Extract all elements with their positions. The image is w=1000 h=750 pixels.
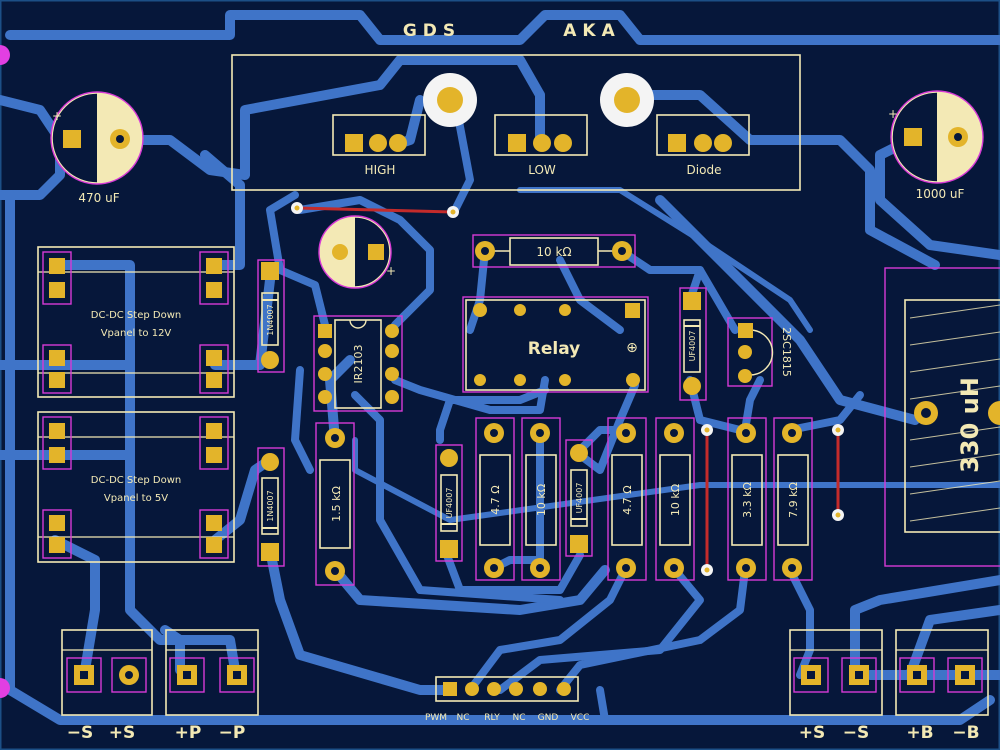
transistor-label: 2SC1815 bbox=[780, 327, 793, 377]
capacitor-470uf-label: 470 uF bbox=[78, 191, 119, 205]
dcdc-5v-line2: Vpanel to 5V bbox=[104, 493, 168, 504]
resistor-4-7-a: 4.7 Ω bbox=[475, 417, 515, 581]
terminal-label: +B bbox=[906, 723, 933, 743]
edge-marker bbox=[0, 45, 10, 65]
heatsink-outline bbox=[231, 54, 801, 191]
diode-d4-label: UF4007 bbox=[575, 483, 584, 514]
pin-label-pwm: PWM bbox=[425, 713, 447, 723]
relay: ⊕ Relay bbox=[462, 296, 649, 393]
terminal-panel: +P −P bbox=[165, 629, 259, 743]
resistor-3-3k: 3.3 kΩ bbox=[727, 417, 767, 581]
copper-traces bbox=[0, 10, 1000, 725]
ic-label: IR2103 bbox=[352, 345, 365, 384]
module-pad bbox=[199, 344, 229, 394]
resistor-1-5k: 1.5 kΩ bbox=[315, 422, 355, 586]
module-pad bbox=[42, 509, 72, 559]
diode-d2-label: 1N4007 bbox=[266, 490, 275, 521]
resistor-4-7-a-label: 4.7 Ω bbox=[489, 485, 502, 514]
top-label-left: GDS bbox=[403, 21, 461, 41]
pin-label-nc: NC bbox=[456, 713, 469, 723]
diode-d1-label: 1N4007 bbox=[266, 304, 275, 335]
jumper-wires bbox=[296, 206, 840, 570]
svg-text:+: + bbox=[888, 107, 898, 121]
pin-label-rly: RLY bbox=[484, 713, 500, 723]
terminal-label: +S bbox=[109, 723, 136, 743]
terminal-solar-1: −S +S bbox=[61, 629, 153, 743]
vias bbox=[291, 202, 844, 576]
terminal-solar-2: +S −S bbox=[789, 629, 883, 743]
module-pad bbox=[42, 416, 72, 470]
module-pad bbox=[199, 416, 229, 470]
header-diode: Diode bbox=[656, 114, 750, 177]
terminal-label: +S bbox=[799, 723, 826, 743]
resistor-10k-a: 10 kΩ bbox=[521, 417, 561, 581]
mounting-hole bbox=[423, 73, 477, 127]
inductor-label: 330 uH bbox=[956, 377, 984, 473]
resistor-10k-a-label: 10 kΩ bbox=[535, 484, 548, 516]
pin-label-gnd: GND bbox=[538, 713, 559, 723]
inductor-330uh: 330 uH bbox=[884, 267, 1000, 567]
transistor-2sc1815: 2SC1815 bbox=[727, 317, 793, 387]
diode-d2: 1N4007 bbox=[257, 447, 285, 567]
connector-6pin: PWM NC RLY NC GND VCC bbox=[425, 676, 590, 723]
pin-label-vcc: VCC bbox=[571, 713, 590, 723]
header-high-label: HIGH bbox=[365, 163, 396, 177]
capacitor-1000uf-label: 1000 uF bbox=[916, 187, 965, 201]
resistor-1-5k-label: 1.5 kΩ bbox=[330, 486, 343, 522]
edge-marker bbox=[0, 678, 10, 698]
resistor-7-9k: 7.9 kΩ bbox=[773, 417, 813, 581]
resistor-7-9k-label: 7.9 kΩ bbox=[787, 482, 800, 518]
resistor-10k-b: 10 kΩ bbox=[655, 417, 695, 581]
terminal-battery: +B −B bbox=[895, 629, 989, 743]
resistor-4-7-b: 4.7 Ω bbox=[607, 417, 647, 581]
resistor-10k-top: 10 kΩ bbox=[472, 234, 636, 268]
svg-text:⊕: ⊕ bbox=[626, 340, 638, 356]
capacitor-1000uf: + 1000 uF bbox=[888, 90, 984, 201]
terminal-label: −S bbox=[67, 723, 94, 743]
dcdc-module-12v: DC-DC Step Down Vpanel to 12V bbox=[37, 246, 235, 398]
top-label-right: AKA bbox=[563, 21, 621, 41]
relay-label: Relay bbox=[528, 339, 580, 359]
terminal-label: −B bbox=[952, 723, 979, 743]
svg-text:+: + bbox=[52, 109, 62, 123]
module-pad bbox=[199, 509, 229, 559]
dcdc-12v-line2: Vpanel to 12V bbox=[101, 328, 172, 339]
ic-ir2103: IR2103 bbox=[313, 315, 403, 412]
dcdc-12v-line1: DC-DC Step Down bbox=[91, 310, 181, 321]
diode-d4: UF4007 bbox=[565, 439, 593, 557]
diode-d1: 1N4007 bbox=[257, 259, 285, 373]
diode-d3: UF4007 bbox=[435, 444, 463, 562]
resistor-4-7-b-label: 4.7 Ω bbox=[621, 485, 634, 514]
module-pad bbox=[199, 251, 229, 305]
module-pad bbox=[42, 251, 72, 305]
terminal-label: −S bbox=[843, 723, 870, 743]
terminal-label: +P bbox=[175, 723, 202, 743]
jumper-wire bbox=[296, 206, 454, 214]
dcdc-5v-line1: DC-DC Step Down bbox=[91, 475, 181, 486]
dcdc-module-5v: DC-DC Step Down Vpanel to 5V bbox=[37, 411, 235, 563]
resistor-10k-top-label: 10 kΩ bbox=[536, 245, 571, 259]
capacitor-470uf: + 470 uF bbox=[50, 91, 144, 205]
diode-d5-label: UF4007 bbox=[688, 331, 697, 362]
resistor-3-3k-label: 3.3 kΩ bbox=[741, 482, 754, 518]
mounting-hole bbox=[600, 73, 654, 127]
diode-d5: UF4007 bbox=[679, 287, 707, 401]
diode-d3-label: UF4007 bbox=[445, 488, 454, 519]
pin-label-nc: NC bbox=[512, 713, 525, 723]
header-high: HIGH bbox=[332, 114, 426, 177]
header-diode-label: Diode bbox=[687, 163, 722, 177]
svg-text:+: + bbox=[386, 264, 396, 278]
resistor-10k-b-label: 10 kΩ bbox=[669, 484, 682, 516]
capacitor-small: + bbox=[318, 215, 396, 289]
terminal-label: −P bbox=[219, 723, 246, 743]
header-low: LOW bbox=[494, 114, 588, 177]
module-pad bbox=[42, 344, 72, 394]
header-low-label: LOW bbox=[528, 163, 556, 177]
